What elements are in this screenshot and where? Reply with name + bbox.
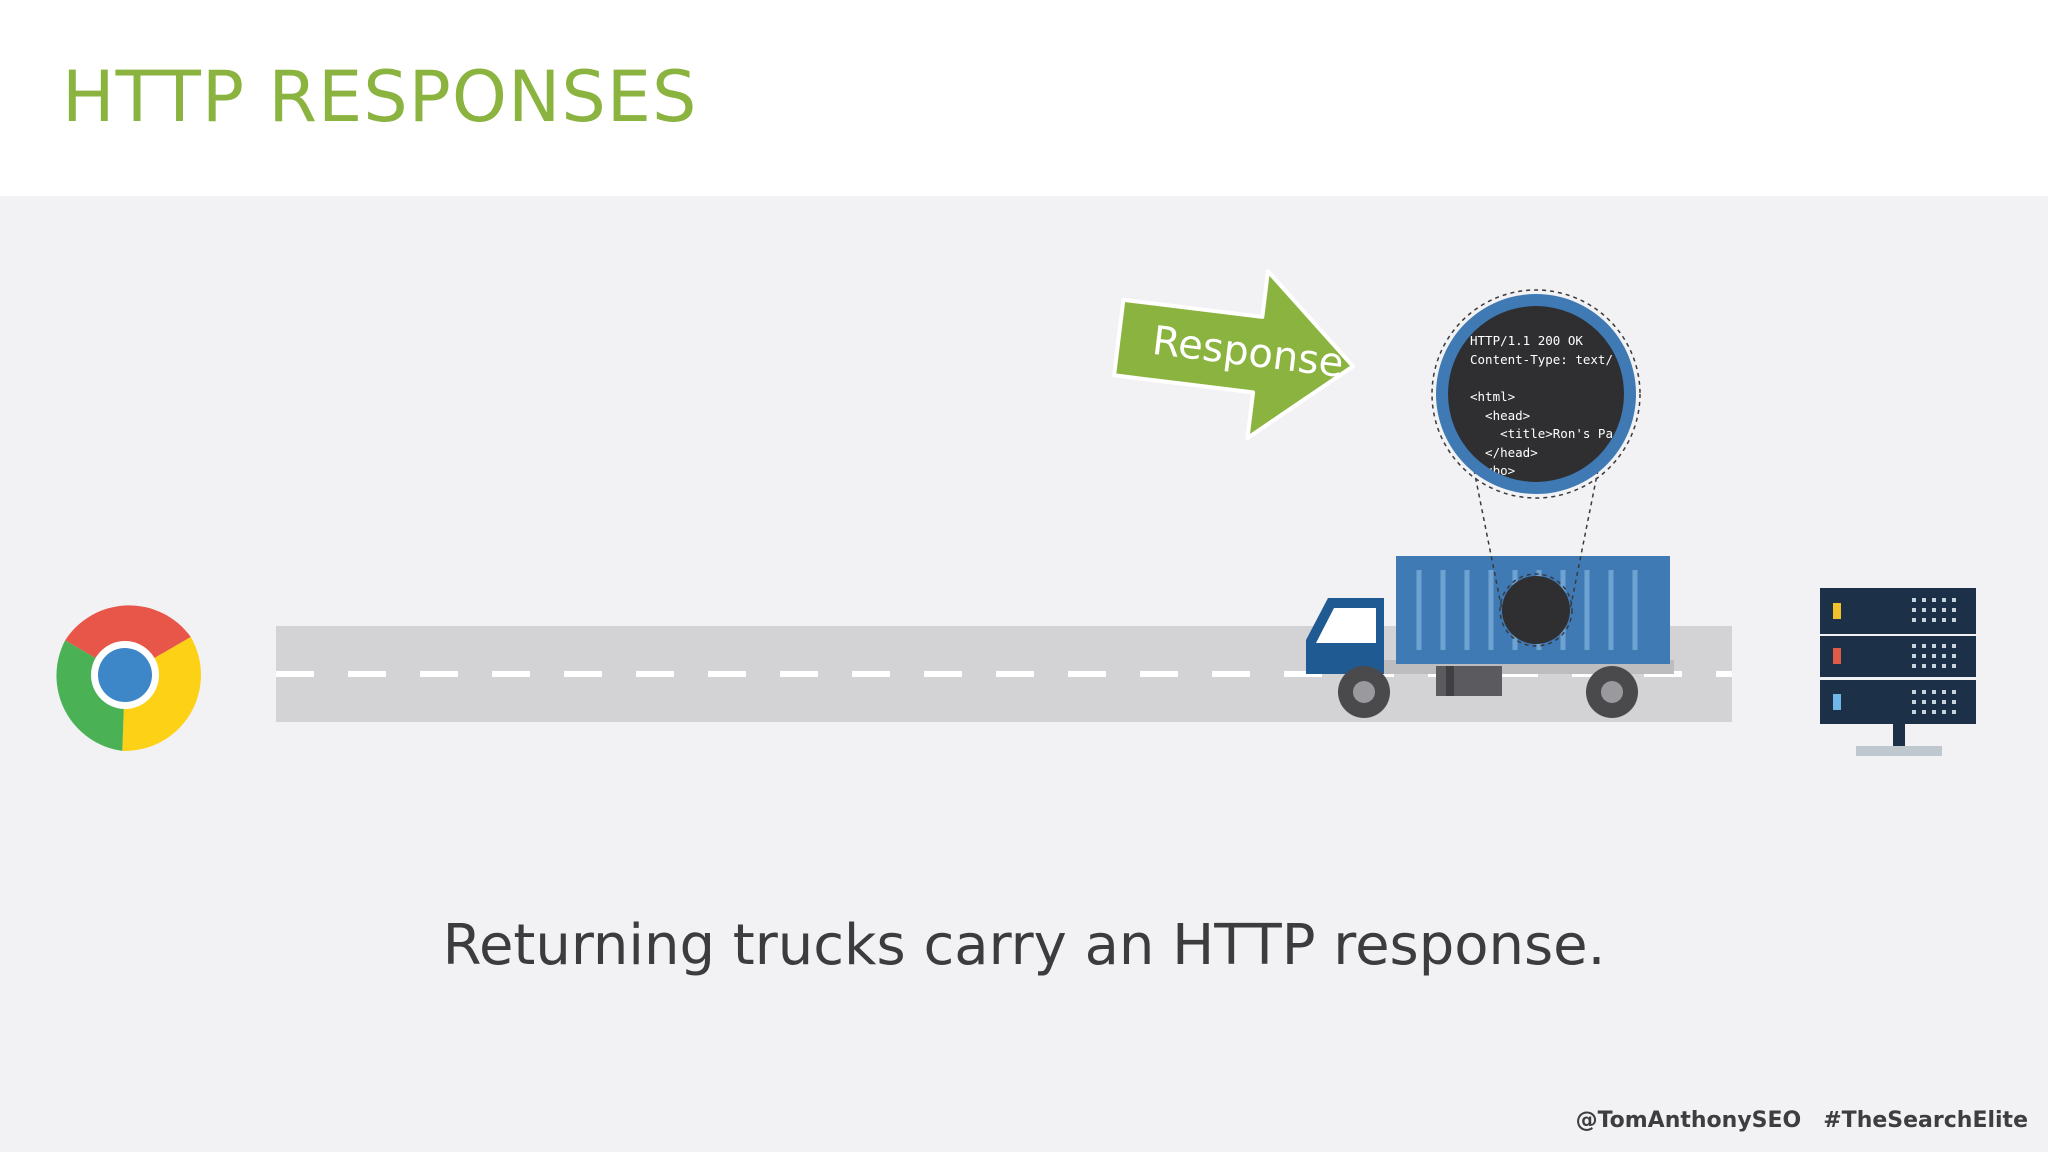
slide-title: HTTP RESPONSES xyxy=(62,56,698,138)
slide-caption: Returning trucks carry an HTTP response. xyxy=(442,913,1606,978)
http-response-lens: HTTP/1.1 200 OK Content-Type: text/ <htm… xyxy=(1436,294,1636,494)
code-line: Content-Type: text/ xyxy=(1470,352,1613,367)
response-arrow: Response xyxy=(1112,269,1356,441)
twitter-handle: @TomAnthonySEO xyxy=(1575,1108,1802,1133)
code-line: <title>Ron's Pa xyxy=(1470,426,1613,441)
code-line: <html> xyxy=(1470,389,1515,404)
chrome-browser-icon xyxy=(56,605,201,751)
event-hashtag: #TheSearchElite xyxy=(1823,1108,2028,1133)
code-line: HTTP/1.1 200 OK xyxy=(1470,333,1583,348)
magnifier-cone xyxy=(1431,289,1641,647)
code-line: <head> xyxy=(1470,408,1530,423)
server-rack-icon xyxy=(1820,588,1976,756)
code-line: </head> xyxy=(1470,445,1538,460)
slide-header xyxy=(0,0,2048,196)
truck-icon xyxy=(1306,556,1674,718)
slide-footer: @TomAnthonySEO #TheSearchElite xyxy=(1554,1108,2028,1133)
